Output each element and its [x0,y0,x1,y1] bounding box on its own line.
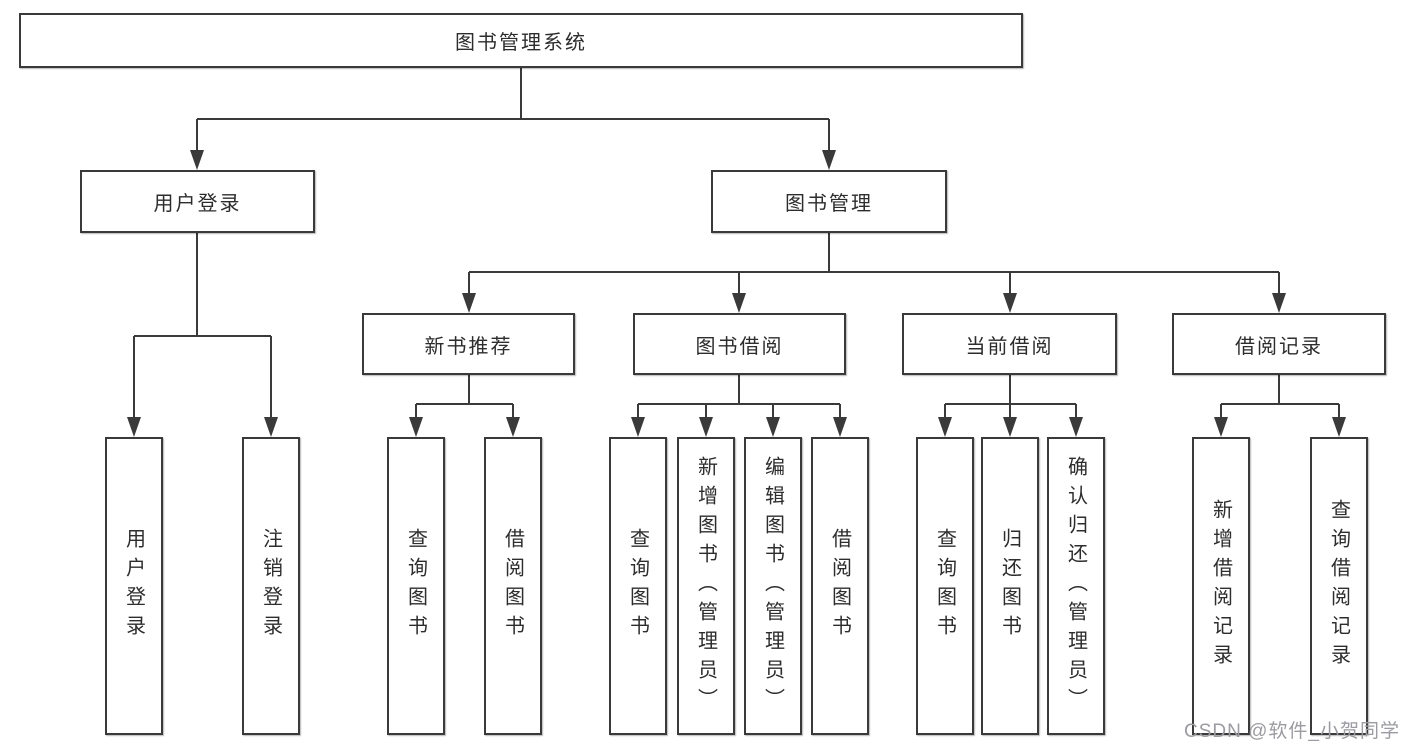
csdn-watermark: CSDN @软件_小贺同学 [1184,721,1400,742]
leaf-borrow-book: 借阅图书 [811,437,869,735]
leaf-return-book: 归还图书 [981,437,1039,735]
leaf-edit-book-admin: 编辑图书（管理员） [744,437,802,735]
branch-current-borrow [938,375,1083,437]
leaf-user-login: 用户登录 [105,437,163,735]
leaf-query-book-recommend: 查询图书 [387,437,445,735]
branch-book-management [462,233,1286,313]
node-book-borrow: 图书借阅 [633,313,846,375]
node-new-book-recommend: 新书推荐 [362,313,575,375]
node-book-management: 图书管理 [711,170,947,233]
node-book-management-system: 图书管理系统 [19,13,1023,68]
node-borrow-record: 借阅记录 [1172,313,1386,375]
leaf-add-book-admin: 新增图书（管理员） [677,437,735,735]
branch-user-login [127,233,278,437]
branch-root [190,68,836,170]
leaf-query-book-borrow: 查询图书 [609,437,667,735]
leaf-logout: 注销登录 [242,437,300,735]
leaf-confirm-return-admin: 确认归还（管理员） [1047,437,1105,735]
leaf-query-borrow-record: 查询借阅记录 [1310,437,1368,735]
leaf-borrow-book-recommend: 借阅图书 [484,437,542,735]
node-current-borrow: 当前借阅 [902,313,1117,375]
branch-book-borrow [631,375,847,437]
leaf-add-borrow-record: 新增借阅记录 [1192,437,1250,735]
branch-borrow-record [1214,375,1346,437]
leaf-query-book-current: 查询图书 [916,437,974,735]
branch-new-book-recommend [409,375,520,437]
node-user-login: 用户登录 [80,170,315,233]
